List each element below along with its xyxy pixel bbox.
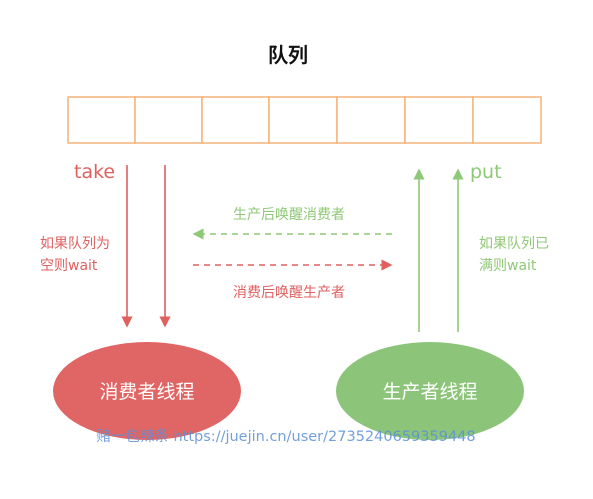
producer-condition-line1: 如果队列已 bbox=[479, 236, 549, 252]
queue-bar bbox=[67, 96, 542, 144]
producer-thread-node bbox=[336, 342, 524, 440]
take-label: take bbox=[74, 161, 115, 183]
queue-slot bbox=[268, 96, 338, 144]
queue-slot bbox=[201, 96, 270, 144]
consumer-condition-line2: 空则wait bbox=[40, 258, 98, 274]
consumer-thread-node bbox=[53, 342, 241, 440]
put-label: put bbox=[470, 161, 502, 183]
producer-thread-label: 生产者线程 bbox=[382, 381, 477, 403]
producer-wakes-consumer-label: 生产后唤醒消费者 bbox=[233, 206, 345, 223]
queue-slot bbox=[134, 96, 203, 144]
consumer-thread-label: 消费者线程 bbox=[99, 381, 194, 403]
consumer-wakes-producer-label: 消费后唤醒生产者 bbox=[233, 284, 345, 301]
producer-condition-line2: 满则wait bbox=[479, 258, 537, 274]
diagram-title: 队列 bbox=[268, 43, 308, 67]
consumer-condition-line1: 如果队列为 bbox=[40, 236, 110, 252]
watermark-text: 赌一包辣条 https://juejin.cn/user/27352406593… bbox=[96, 428, 475, 445]
queue-slot bbox=[336, 96, 406, 144]
queue-slot bbox=[472, 96, 542, 144]
queue-slot bbox=[67, 96, 136, 144]
queue-slot bbox=[404, 96, 474, 144]
